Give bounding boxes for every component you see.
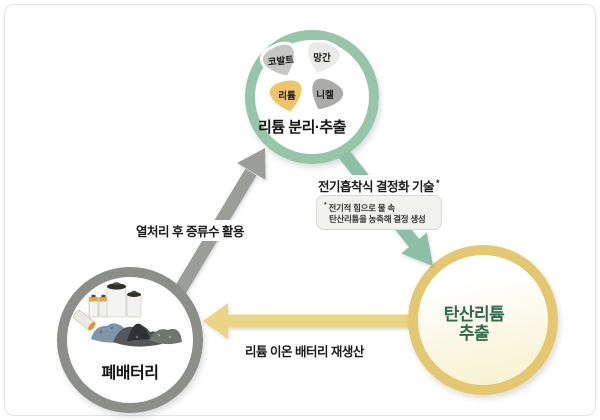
crystallize-arrow-label: 전기흡착식 결정화 기술*: [315, 175, 442, 196]
metal-picks-illustration: 코발트 망간 리튬 니켈: [259, 40, 347, 115]
footnote-line1-text: 전기적 힘으로 물 속: [328, 202, 396, 213]
node-lithium-separation: 코발트 망간 리튬 니켈 리튬 분리·추출: [245, 30, 379, 164]
waste-battery-title: 폐배터리: [101, 365, 159, 382]
crystallize-footnote-box: * 전기적 힘으로 물 속 탄산리튬을 농축해 결정 생성: [316, 195, 442, 230]
waste-battery-illustration: [72, 282, 182, 347]
node-lithium-carbonate: 탄산리튬 추출: [408, 245, 558, 395]
lithium-carbonate-title: 탄산리튬 추출: [409, 305, 539, 343]
crystallize-label-text: 전기흡착식 결정화 기술: [318, 180, 434, 194]
manganese-pick: [305, 40, 343, 77]
lithium-carbonate-title-line2: 추출: [458, 324, 490, 343]
regen-arrow-label: 리튬 이온 배터리 재생산: [245, 345, 364, 359]
lithium-separation-title: 리튬 분리·추출: [258, 119, 346, 136]
footnote-marker: *: [435, 177, 440, 188]
manganese-label: 망간: [313, 52, 331, 64]
footnote-line2: 탄산리튬을 농축해 결정 생성: [329, 213, 426, 224]
nickel-pick: [309, 75, 347, 113]
heat-arrow-label: 열처리 후 증류수 활용: [133, 220, 247, 241]
node-waste-battery: 폐배터리: [57, 267, 203, 413]
lithium-carbonate-title-line1: 탄산리튬: [443, 305, 505, 324]
footnote-line1: * 전기적 힘으로 물 속: [324, 200, 434, 214]
nickel-label: 니켈: [316, 89, 334, 101]
lithium-pick: [266, 77, 305, 115]
frame-border: [4, 4, 596, 416]
cobalt-label: 코발트: [267, 54, 295, 69]
lithium-label: 리튬: [278, 90, 296, 102]
cobalt-pick: [259, 41, 297, 79]
footnote-line1-marker: *: [324, 202, 327, 209]
